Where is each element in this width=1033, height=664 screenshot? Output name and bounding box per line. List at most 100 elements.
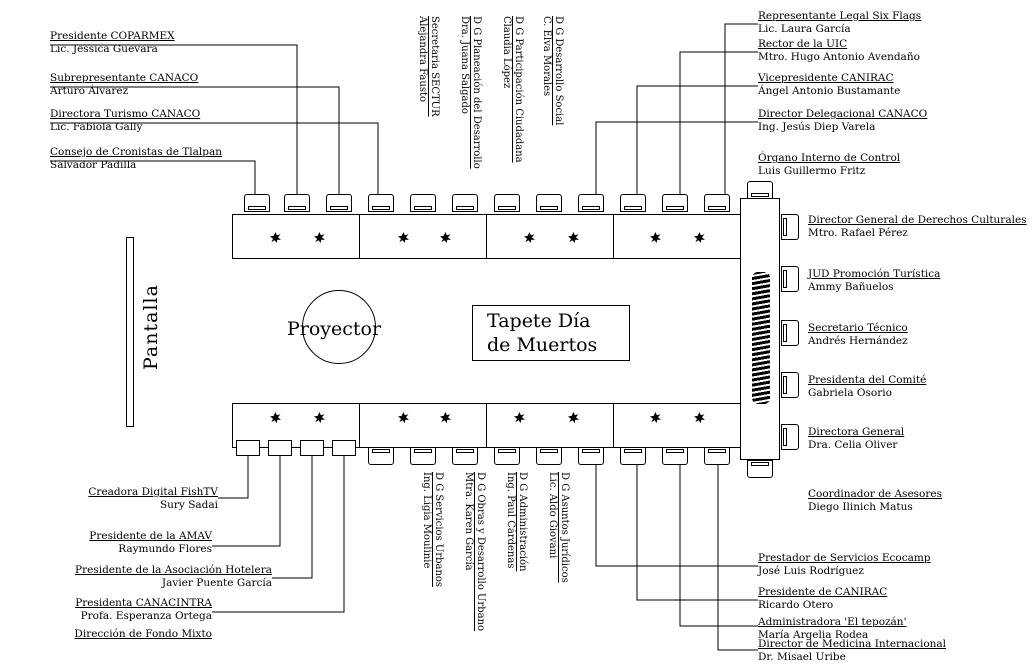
chair-top <box>326 194 352 212</box>
wire <box>595 465 758 567</box>
head-table-flowers <box>752 272 770 404</box>
chair-bottom <box>300 440 324 456</box>
left-labels-name: Lic. Fabiola Gally <box>50 121 143 133</box>
chair-bottom <box>368 447 394 465</box>
top-vertical-labels-title: Secretaria SECTUR <box>429 16 440 117</box>
chair-bottom <box>662 447 688 465</box>
chair-bottom <box>410 447 436 465</box>
right-labels-name: Mtro. Rafael Pérez <box>808 227 908 239</box>
right-labels-name: Diego Ilinich Matus <box>808 501 913 513</box>
wire <box>50 86 340 194</box>
bottom-left-labels-title: Presidente de la Asociación Hotelera <box>75 564 272 576</box>
right-labels-name: Andrés Hernández <box>808 335 908 347</box>
right-labels-title: Secretario Técnico <box>808 322 908 334</box>
wire <box>679 465 758 627</box>
flower-icon <box>440 232 451 243</box>
flower-icon <box>270 232 281 243</box>
chair-right <box>781 266 799 292</box>
chair-top <box>662 194 688 212</box>
flower-icon <box>314 412 325 423</box>
chair-top <box>368 194 394 212</box>
chair-top <box>620 194 646 212</box>
left-labels-name: Arturo Álvarez <box>50 85 129 97</box>
bottom-vertical-labels-title: D G Administración <box>517 472 528 572</box>
chair-top <box>578 194 604 212</box>
bottom-vertical-labels-name: Ing. Paul Cárdenas <box>505 472 516 569</box>
top-table-4 <box>613 214 741 259</box>
flower-icon <box>694 232 705 243</box>
flower-icon <box>694 412 705 423</box>
wire <box>595 121 758 194</box>
bottom-left-labels-name: Sury Sadai <box>159 499 218 511</box>
projector-label: Proyector <box>287 318 382 340</box>
left-labels-title: Consejo de Cronistas de Tlalpan <box>50 146 222 158</box>
bottom-left-labels-name: Raymundo Flores <box>118 543 212 555</box>
bottom-right-labels-title: Director de Medicina Internacional <box>758 638 947 650</box>
right-labels-title: Presidenta del Comité <box>808 374 927 386</box>
flower-icon <box>514 412 525 423</box>
bottom-left-labels-name: Profa. Esperanza Ortega <box>80 610 212 622</box>
bottom-vertical-labels-name: Lic. Aldo Giovani <box>547 472 558 559</box>
right-labels-name: Gabriela Osorio <box>808 387 892 399</box>
chair-bottom <box>620 447 646 465</box>
screen <box>126 237 134 427</box>
right-labels-name: Dra. Celia Oliver <box>808 439 898 451</box>
chair-right <box>781 424 799 450</box>
left-labels-title: Subrepresentante CANACO <box>50 72 199 84</box>
top-right-labels-name: Lic. Laura García <box>758 23 851 35</box>
chair-head-top <box>747 181 773 199</box>
flower-icon <box>650 412 661 423</box>
chair-bottom <box>494 447 520 465</box>
left-labels-name: Salvador Padilla <box>50 159 137 171</box>
flower-icon <box>568 412 579 423</box>
bottom-table-4 <box>613 403 741 448</box>
top-table-3 <box>486 214 614 259</box>
top-vertical-labels-title: D G Desarrollo Social <box>553 16 564 126</box>
chair-top <box>494 194 520 212</box>
bottom-left-labels-title: Dirección de Fondo Mixto <box>74 628 212 640</box>
bottom-right-labels-2: Administradora 'El tepozán'María Argelia… <box>758 616 906 642</box>
chair-top <box>244 194 270 212</box>
chair-bottom <box>236 440 260 456</box>
flower-icon <box>524 232 535 243</box>
wire <box>212 456 281 547</box>
wire <box>218 456 249 499</box>
right-labels-title: Director General de Derechos Culturales <box>808 214 1027 226</box>
bottom-right-labels-title: Presidente de CANIRAC <box>758 586 888 598</box>
right-labels-title: Coordinador de Asesores <box>808 488 942 500</box>
left-labels-title: Presidente COPARMEX <box>50 30 175 42</box>
wire <box>679 51 758 194</box>
chair-top <box>536 194 562 212</box>
flower-icon <box>440 412 451 423</box>
wire <box>272 456 313 579</box>
top-right-labels-title: Representante Legal Six Flags <box>758 10 922 22</box>
bottom-vertical-labels-title: D G Obras y Desarrollo Urbano <box>475 472 486 632</box>
chair-right <box>781 320 799 346</box>
bottom-table-3 <box>486 403 614 448</box>
chair-top <box>704 194 730 212</box>
top-right-labels-name: Ángel Antonio Bustamante <box>758 85 901 97</box>
flower-icon <box>314 232 325 243</box>
top-right-labels-title: Director Delegacional CANACO <box>758 108 928 120</box>
bottom-vertical-labels-title: D G Servicios Urbanos <box>433 472 444 588</box>
bottom-right-labels-title: Prestador de Servicios Ecocamp <box>758 552 931 564</box>
chair-top <box>410 194 436 212</box>
wire <box>636 85 758 194</box>
chair-bottom <box>578 447 604 465</box>
